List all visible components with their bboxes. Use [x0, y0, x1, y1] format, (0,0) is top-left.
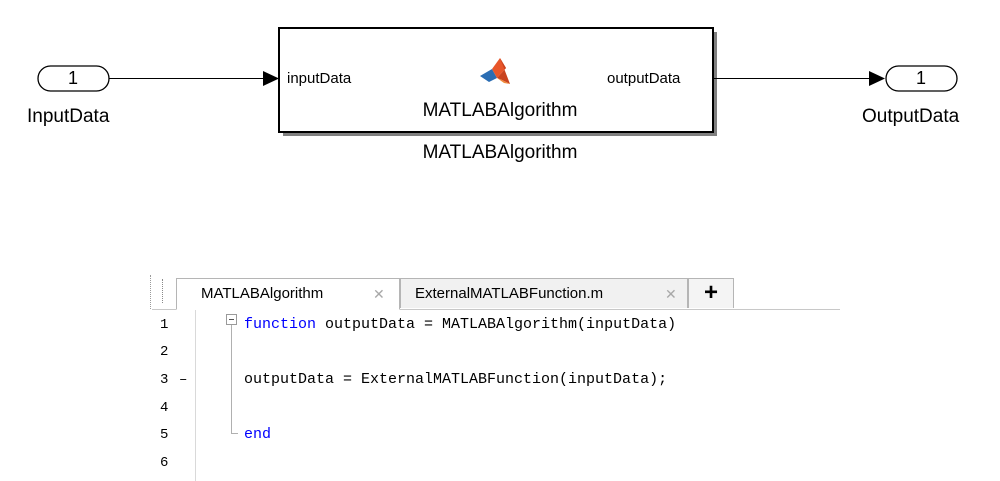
keyword-function: function [244, 316, 317, 333]
tab-label: MATLABAlgorithm [201, 285, 324, 302]
outport-number: 1 [915, 68, 926, 88]
close-tab-icon[interactable]: ✕ [373, 286, 385, 302]
line-number: 2 [160, 344, 169, 360]
block-input-port-label: inputData [287, 70, 352, 87]
outport-name: OutputData [862, 106, 960, 127]
matlab-function-block[interactable] [278, 27, 714, 133]
code-line-1[interactable]: function outputData = MATLABAlgorithm(in… [244, 316, 676, 334]
tab-bar-grip[interactable] [162, 279, 166, 303]
signal-arrow-in [263, 71, 279, 86]
signal-arrow-out [869, 71, 885, 86]
add-tab-button[interactable]: + [688, 278, 734, 308]
diagram-canvas [37, 27, 958, 136]
line-number: 1 [160, 317, 169, 333]
outport-block[interactable] [885, 65, 958, 92]
inport-name: InputData [27, 106, 110, 127]
tab-external-matlab-function[interactable]: ExternalMATLABFunction.m ✕ [400, 278, 688, 308]
code-text: outputData = ExternalMATLABFunction(inpu… [244, 371, 668, 388]
line-number-gutter: 1 2 3 – 4 5 6 [150, 310, 196, 481]
block-output-port-label: outputData [607, 70, 681, 87]
inport-number: 1 [67, 68, 78, 88]
line-number: 4 [160, 400, 169, 416]
line-number: 6 [160, 455, 169, 471]
block-inner-name: MATLABAlgorithm [422, 100, 578, 121]
code-fold-toggle-icon[interactable] [226, 314, 237, 325]
code-area[interactable]: 1 2 3 – 4 5 6 function outputData = MATL… [150, 310, 840, 481]
tab-label: ExternalMATLABFunction.m [415, 285, 604, 302]
code-text: outputData = MATLABAlgorithm(inputData) [316, 316, 677, 333]
line-number: 5 [160, 427, 169, 443]
code-line-5[interactable]: end [244, 426, 271, 444]
tab-matlab-algorithm[interactable]: MATLABAlgorithm ✕ [176, 278, 400, 310]
block-title[interactable]: MATLABAlgorithm [422, 142, 578, 163]
keyword-end: end [244, 426, 272, 443]
line-number: 3 [160, 372, 169, 388]
close-tab-icon[interactable]: ✕ [665, 286, 677, 302]
breakpoint-marker[interactable]: – [179, 372, 188, 388]
matlab-logo-icon [480, 58, 510, 84]
code-editor: MATLABAlgorithm ✕ ExternalMATLABFunction… [150, 275, 840, 481]
code-fold-guide [231, 325, 232, 433]
tab-bar: MATLABAlgorithm ✕ ExternalMATLABFunction… [152, 275, 840, 310]
code-line-3[interactable]: outputData = ExternalMATLABFunction(inpu… [244, 371, 667, 389]
code-fold-end-tick [231, 433, 238, 434]
